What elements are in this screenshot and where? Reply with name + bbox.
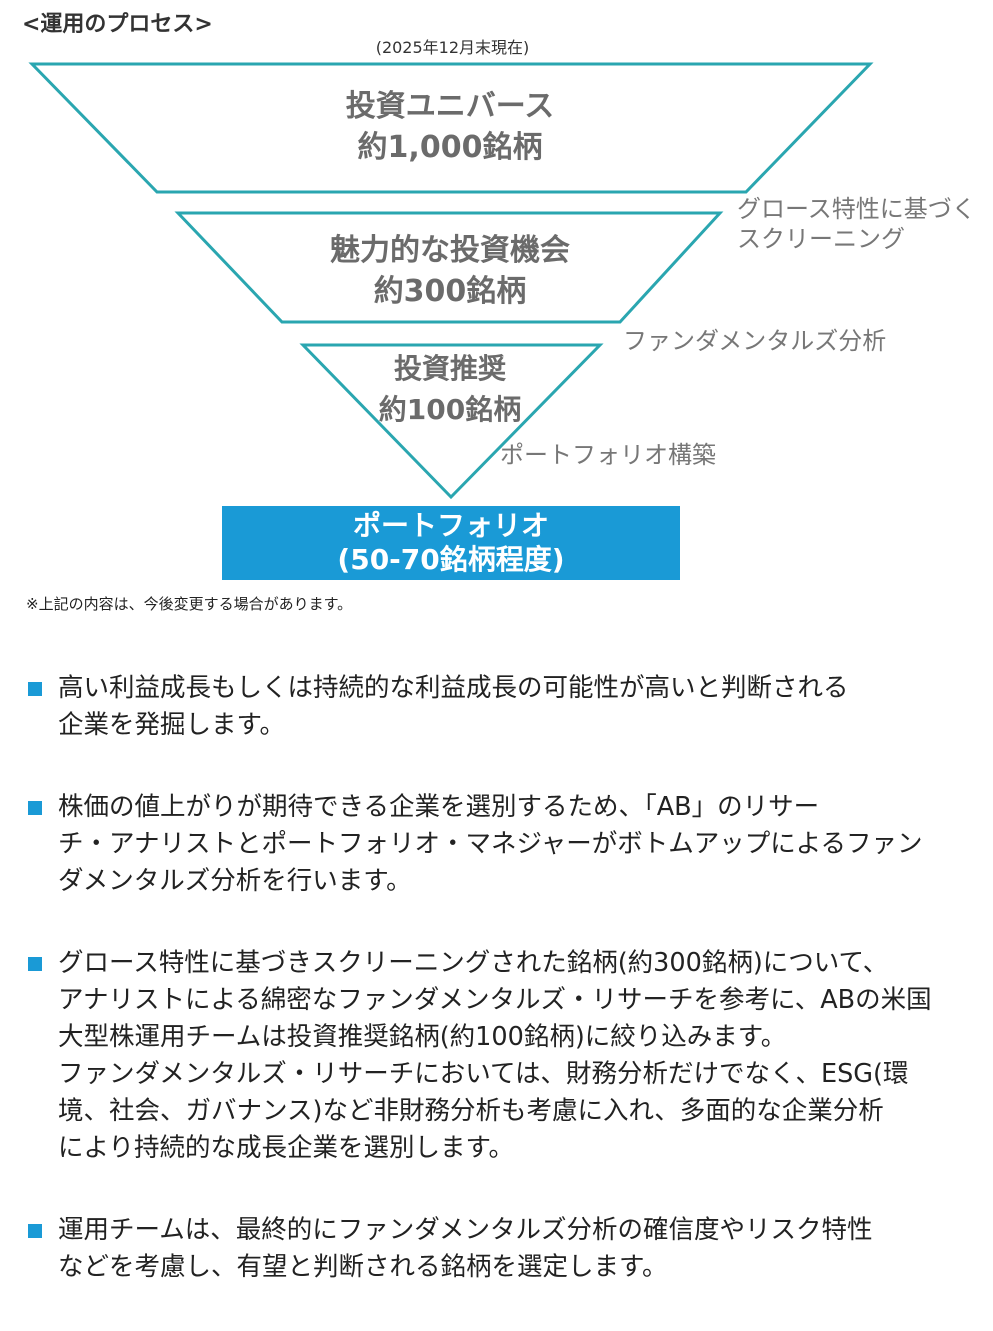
bullet-line: 株価の値上がりが期待できる企業を選別するため、「AB」のリサー bbox=[58, 792, 820, 822]
bullet-line: アナリストによる綿密なファンダメンタルズ・リサーチを参考に、ABの米国 bbox=[58, 985, 932, 1015]
as-of-date: (2025年12月末現在) bbox=[375, 38, 530, 57]
funnel-stage-1-label: 投資ユニバース 約1,000銘柄 bbox=[250, 86, 650, 168]
list-item: グロース特性に基づきスクリーニングされた銘柄(約300銘柄)について、 アナリス… bbox=[28, 945, 968, 1167]
bullet-line: チ・アナリストとポートフォリオ・マネジャーがボトムアップによるファン bbox=[58, 829, 923, 859]
bullet-line: 高い利益成長もしくは持続的な利益成長の可能性が高いと判断される bbox=[58, 673, 849, 703]
funnel-stage-3-label: 投資推奨 約100銘柄 bbox=[300, 348, 600, 430]
bullet-line: ファンダメンタルズ・リサーチにおいては、財務分析だけでなく、ESG(環 bbox=[58, 1059, 909, 1089]
bullet-line: 運用チームは、最終的にファンダメンタルズ分析の確信度やリスク特性 bbox=[58, 1215, 873, 1245]
step-fundamental-label: ファンダメンタルズ分析 bbox=[623, 326, 886, 356]
list-item: 高い利益成長もしくは持続的な利益成長の可能性が高いと判断される 企業を発掘します… bbox=[28, 670, 968, 744]
stage-2-count: 約300銘柄 bbox=[373, 274, 527, 309]
step-1-line-2: スクリーニング bbox=[737, 225, 905, 253]
step-3-line-1: ポートフォリオ構築 bbox=[500, 441, 716, 469]
investment-funnel-diagram bbox=[28, 62, 874, 500]
description-list: 高い利益成長もしくは持続的な利益成長の可能性が高いと判断される 企業を発掘します… bbox=[28, 670, 968, 1331]
list-item: 株価の値上がりが期待できる企業を選別するため、「AB」のリサー チ・アナリストと… bbox=[28, 789, 968, 900]
step-1-line-1: グロース特性に基づく bbox=[737, 195, 976, 223]
stage-2-name: 魅力的な投資機会 bbox=[330, 233, 570, 268]
bullet-line: により持続的な成長企業を選別します。 bbox=[58, 1133, 514, 1163]
portfolio-count: (50-70銘柄程度) bbox=[337, 543, 565, 576]
stage-1-name: 投資ユニバース bbox=[345, 89, 555, 124]
bullet-line: ダメンタルズ分析を行います。 bbox=[58, 866, 412, 896]
bullet-line: 企業を発掘します。 bbox=[58, 710, 285, 740]
funnel-stage-3-shape bbox=[299, 343, 604, 500]
step-screening-label: グロース特性に基づく スクリーニング bbox=[737, 194, 976, 254]
bullet-line: などを考慮し、有望と判断される銘柄を選定します。 bbox=[58, 1252, 668, 1282]
square-bullet-icon bbox=[28, 801, 42, 815]
section-heading: <運用のプロセス> bbox=[22, 12, 213, 37]
square-bullet-icon bbox=[28, 957, 42, 971]
portfolio-result-box: ポートフォリオ (50-70銘柄程度) bbox=[222, 506, 680, 580]
bullet-line: 境、社会、ガバナンス)など非財務分析も考慮に入れ、多面的な企業分析 bbox=[58, 1096, 884, 1126]
funnel-stage-2-shape bbox=[174, 211, 724, 324]
stage-3-count: 約100銘柄 bbox=[378, 393, 522, 426]
portfolio-title: ポートフォリオ bbox=[352, 509, 549, 542]
footnote: ※上記の内容は、今後変更する場合があります。 bbox=[26, 595, 353, 613]
square-bullet-icon bbox=[28, 1224, 42, 1238]
stage-1-count: 約1,000銘柄 bbox=[357, 130, 543, 165]
list-item: 運用チームは、最終的にファンダメンタルズ分析の確信度やリスク特性 などを考慮し、… bbox=[28, 1212, 968, 1286]
step-portfolio-construction-label: ポートフォリオ構築 bbox=[500, 440, 716, 470]
funnel-stage-1-shape bbox=[28, 62, 874, 194]
step-2-line-1: ファンダメンタルズ分析 bbox=[623, 327, 887, 355]
bullet-line: 大型株運用チームは投資推奨銘柄(約100銘柄)に絞り込みます。 bbox=[58, 1022, 787, 1052]
square-bullet-icon bbox=[28, 682, 42, 696]
bullet-line: グロース特性に基づきスクリーニングされた銘柄(約300銘柄)について、 bbox=[58, 948, 889, 978]
funnel-stage-2-label: 魅力的な投資機会 約300銘柄 bbox=[250, 230, 650, 312]
stage-3-name: 投資推奨 bbox=[393, 352, 506, 385]
